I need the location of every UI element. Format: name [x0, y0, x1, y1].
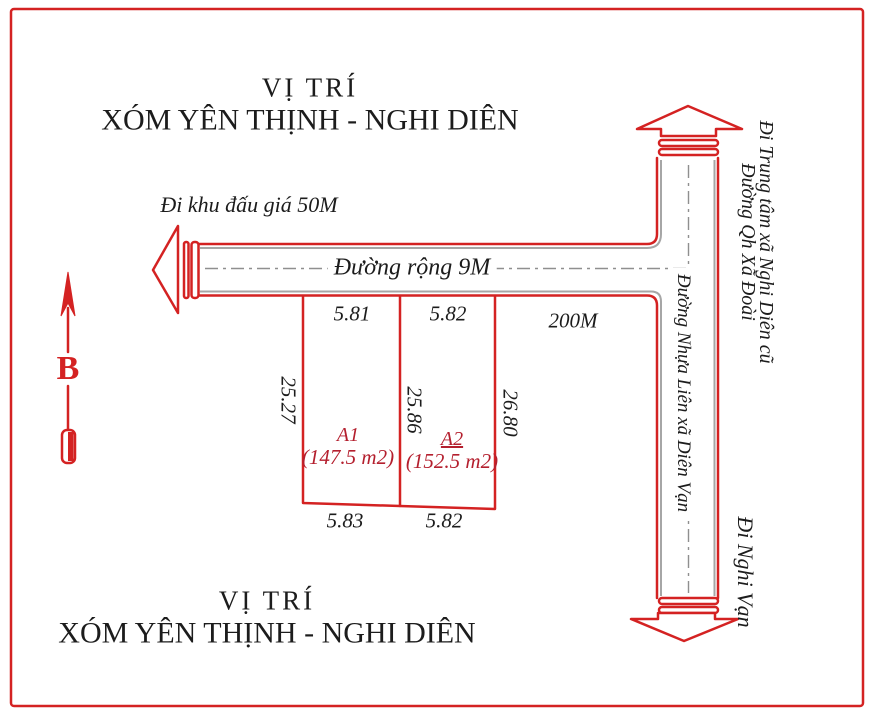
compass-arrow	[60, 271, 77, 465]
plot-a2-left-dimension: 25.86	[402, 386, 427, 434]
plot-a2-right-dimension: 26.80	[498, 389, 523, 437]
title-top: VỊ TRÍ XÓM YÊN THỊNH - NGHI DIÊN	[101, 73, 518, 138]
plot-a1-outline	[301, 294, 402, 508]
outer-border	[9, 7, 865, 708]
title-bottom-line2: XÓM YÊN THỊNH - NGHI DIÊN	[58, 616, 476, 650]
plot-a1-id: A1	[336, 424, 360, 446]
vertical-road-name: Đường Nhựa Liên xã Diên Vạn	[672, 267, 694, 519]
north-destination-note: Đi Trung tâm xã Nghi Diên cũ Đường Qh Xã…	[737, 120, 777, 364]
south-arrow	[629, 596, 740, 643]
road-inner-shading	[200, 160, 716, 596]
plot-a1-bottom-dimension: 5.83	[326, 508, 364, 533]
plot-a1-top-dimension: 5.81	[333, 301, 371, 326]
plot-a2-label: A2 (152.5 m2)	[406, 428, 498, 472]
horizontal-road	[195, 156, 659, 600]
plot-a1-left-dimension: 25.27	[276, 376, 301, 424]
plot-a1-area: (147.5 m2)	[301, 445, 395, 469]
plot-a1-label: A1 (147.5 m2)	[302, 424, 394, 468]
compass-north-label: B	[56, 350, 80, 387]
west-arrow	[151, 224, 200, 315]
north-destination-note-line1: Đi Trung tâm xã Nghi Diên cũ	[755, 120, 777, 364]
road-distance-label: 200M	[548, 308, 598, 333]
north-arrow	[635, 104, 744, 157]
plot-a2-id: A2	[440, 428, 464, 450]
plot-a2-top-dimension: 5.82	[429, 301, 467, 326]
west-destination-note: Đi khu đấu giá 50M	[160, 192, 338, 217]
title-bottom-line1: VỊ TRÍ	[218, 585, 316, 616]
title-top-line2: XÓM YÊN THỊNH - NGHI DIÊN	[101, 103, 519, 137]
title-bottom: VỊ TRÍ XÓM YÊN THỊNH - NGHI DIÊN	[58, 586, 475, 651]
compass-arrowhead	[60, 271, 76, 317]
plot-a2-outline	[398, 294, 497, 511]
plot-a2-bottom-dimension: 5.82	[425, 508, 463, 533]
south-destination-note: Đi Nghi Vạn	[733, 516, 758, 628]
title-top-line1: VỊ TRÍ	[261, 72, 359, 103]
plot-a2-area: (152.5 m2)	[405, 449, 499, 473]
horizontal-road-name: Đường rộng 9M	[327, 254, 497, 282]
